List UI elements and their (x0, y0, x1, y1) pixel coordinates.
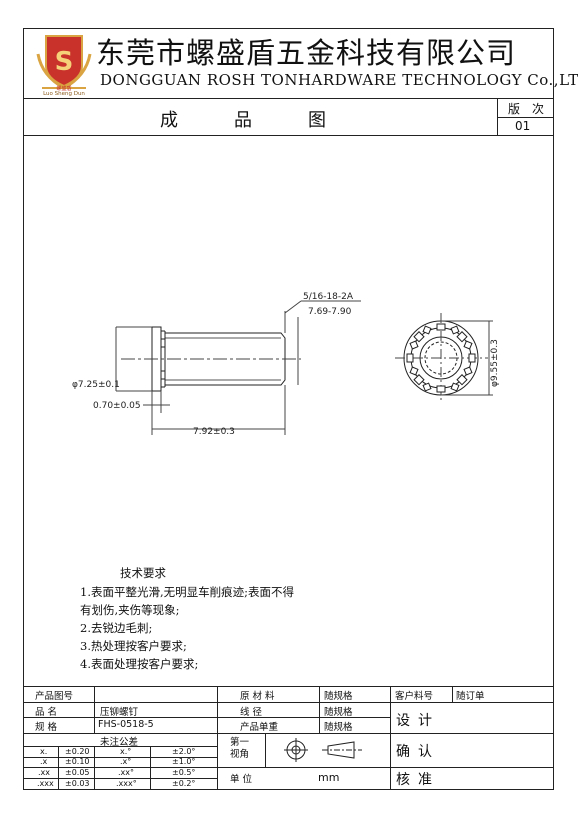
head-diameter-label: φ7.25±0.1 (72, 380, 120, 390)
weight-value: 随规格 (324, 722, 353, 733)
unit-label: 单 位 (230, 774, 253, 785)
requirement-item: 1.表面平整光滑,无明显车削痕迹;表面不得 (80, 585, 295, 599)
confirm-label: 确认 (396, 744, 440, 760)
tol-key: x.° (120, 747, 132, 756)
title-divider (23, 135, 554, 136)
version-value: 01 (515, 119, 531, 133)
tol-key: .xx° (118, 768, 135, 777)
part-drawing: 5/16-18-2A 7.69-7.90 φ7.25±0.1 0.70±0.05… (72, 292, 500, 437)
tolerance-label: 未注公差 (100, 737, 139, 748)
requirement-item: 2.去锐边毛刺; (80, 621, 153, 635)
tol-value: ±0.03 (65, 779, 90, 788)
customer-no-label: 客户料号 (395, 691, 434, 702)
version-divider (497, 98, 498, 135)
company-name-cn: 东莞市螺盛盾五金科技有限公司 (96, 36, 517, 70)
requirement-item: 4.表面处理按客户要求; (80, 657, 199, 671)
product-no-label: 产品图号 (35, 691, 74, 702)
unit-value: mm (318, 771, 340, 784)
tol-value: ±0.5° (172, 768, 196, 777)
tol-value: ±0.10 (65, 757, 90, 766)
logo-cn-text: 螺盛盾 (56, 86, 72, 92)
tol-key: .xxx° (116, 779, 137, 788)
material-label: 原 材 料 (240, 691, 275, 702)
tol-value: ±1.0° (172, 757, 196, 766)
tol-key: .x (40, 757, 48, 766)
spec-value: FHS-0518-5 (98, 719, 154, 730)
product-name-label: 品 名 (35, 707, 58, 718)
wire-label: 线 径 (240, 707, 263, 718)
requirement-item: 有划伤,夹伤等现象; (80, 603, 180, 617)
logo-en-text: Luo Sheng Dun (43, 91, 85, 97)
version-label: 版次 (508, 102, 557, 116)
spec-label: 规 格 (35, 722, 58, 733)
version-hline (497, 117, 554, 118)
company-name-en: DONGGUAN ROSH TONHARDWARE TECHNOLOGY Co.… (100, 71, 578, 89)
tol-value: ±2.0° (172, 747, 196, 756)
projection-label: 第一视角 (230, 737, 250, 760)
material-value: 随规格 (324, 691, 353, 702)
thread-length-label: 7.69-7.90 (308, 307, 352, 317)
tol-key: .xx (38, 768, 51, 777)
customer-no-value: 随订单 (456, 691, 485, 702)
thread-spec-label: 5/16-18-2A (303, 292, 354, 302)
tol-key: x. (40, 747, 48, 756)
drawing-frame (23, 28, 554, 790)
company-logo: S 螺盛盾 Luo Sheng Dun (36, 32, 92, 98)
tol-value: ±0.2° (172, 779, 196, 788)
tol-key: .x° (120, 757, 132, 766)
svg-text:S: S (55, 47, 74, 77)
outer-diameter-label: φ9.55±0.3 (490, 339, 500, 387)
head-thickness-label: 0.70±0.05 (93, 401, 141, 411)
weight-label: 产品单重 (240, 722, 279, 733)
knurl-teeth (406, 323, 476, 393)
product-name-value: 压铆螺钉 (100, 707, 139, 718)
requirement-item: 3.热处理按客户要求; (80, 639, 187, 653)
tol-value: ±0.05 (65, 768, 90, 777)
first-angle-projection-icon (284, 738, 362, 762)
approve-label: 核准 (396, 772, 440, 788)
drawing-title: 成品图 (160, 110, 382, 131)
overall-length-label: 7.92±0.3 (193, 427, 235, 437)
wire-value: 随规格 (324, 707, 353, 718)
design-label: 设计 (396, 713, 440, 729)
requirements-title: 技术要求 (120, 566, 166, 580)
tol-key: .xxx (37, 779, 54, 788)
tol-value: ±0.20 (65, 747, 90, 756)
header-divider (23, 98, 554, 99)
